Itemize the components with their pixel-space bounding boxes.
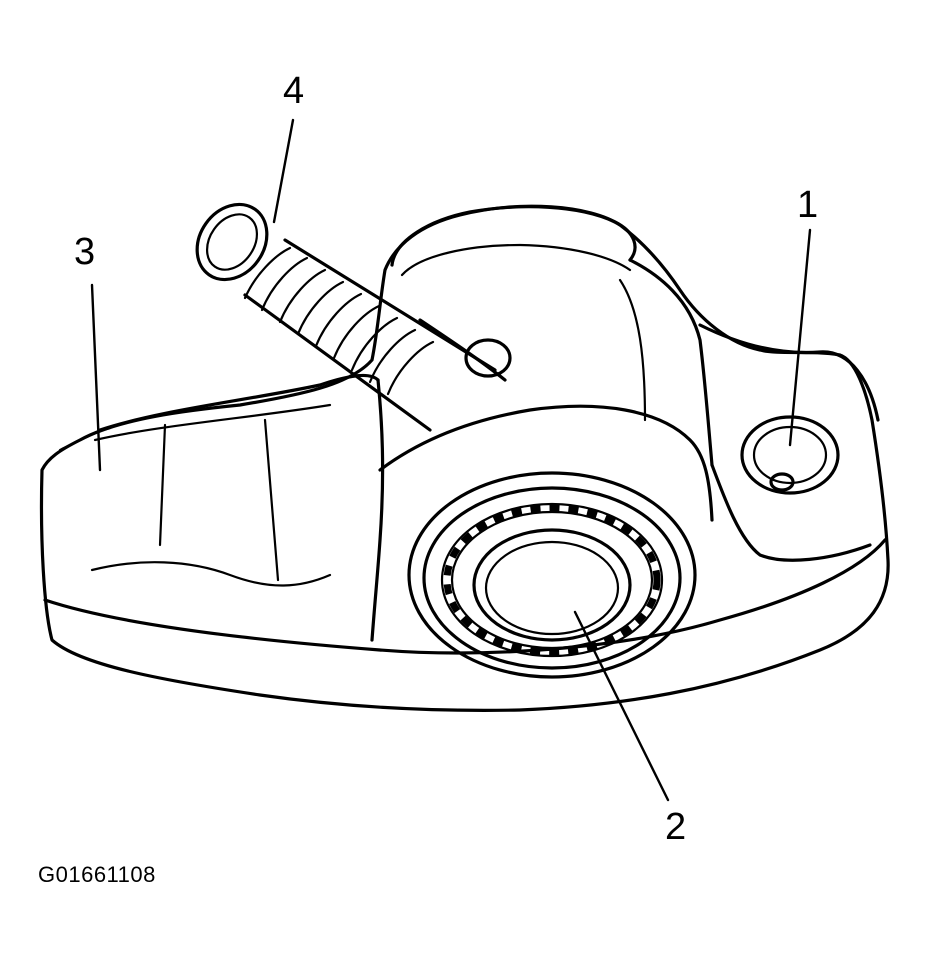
stud-bolt <box>195 202 512 432</box>
leader-line-3 <box>90 283 102 472</box>
housing-body <box>39 204 890 712</box>
leader-line-2 <box>573 610 670 802</box>
leader-line-4 <box>272 118 295 224</box>
callout-1-label: 1 <box>797 184 819 226</box>
leader-lines <box>90 118 812 802</box>
left-pad <box>58 373 385 642</box>
right-ear <box>698 323 880 495</box>
leader-line-1 <box>788 228 812 447</box>
callout-4-label: 4 <box>283 70 305 112</box>
callout-2-label: 2 <box>665 806 687 848</box>
bearing <box>407 471 697 679</box>
callout-3-label: 3 <box>74 231 96 273</box>
figure-code: G01661108 <box>38 862 156 887</box>
upper-boss <box>390 205 872 562</box>
